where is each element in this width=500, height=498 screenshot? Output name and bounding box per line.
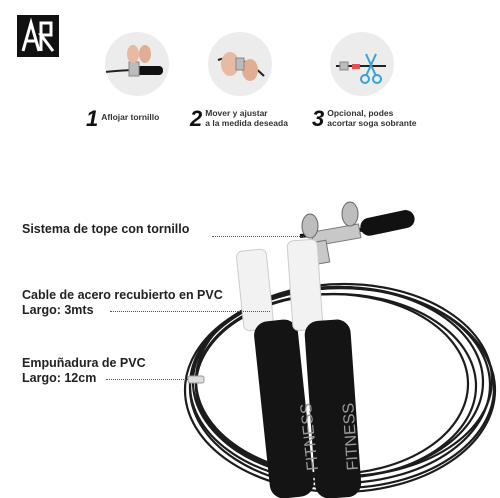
step-2-image — [208, 32, 272, 96]
handle-print: FITNESS — [298, 402, 322, 471]
leader-line — [212, 236, 304, 237]
feature-detail: Largo: 3mts — [22, 303, 94, 317]
feature-stopper: Sistema de tope con tornillo — [22, 222, 189, 237]
rope-adjust-icon — [217, 52, 265, 81]
handle-print: FITNESS — [340, 402, 362, 471]
leader-line — [110, 311, 270, 312]
step-number: 3 — [312, 106, 325, 131]
step-text: Opcional, podes acortar soga sobrante — [327, 108, 417, 128]
scissors-icon — [336, 53, 386, 84]
feature-cable: Cable de acero recubierto en PVC Largo: … — [22, 288, 223, 318]
logo-icon — [17, 15, 59, 57]
step-text: Mover y ajustar a la medida deseada — [205, 108, 288, 128]
step-number: 1 — [86, 106, 99, 131]
step-1: 1 Aflojar tornillo — [86, 108, 159, 130]
step-text: Aflojar tornillo — [101, 112, 160, 122]
feature-detail: Largo: 12cm — [22, 371, 97, 385]
handle-right — [286, 238, 362, 498]
feature-title: Cable de acero recubierto en PVC — [22, 288, 223, 302]
screw-loosen-icon — [105, 45, 163, 77]
step-1-image — [105, 32, 169, 96]
step-2: 2 Mover y ajustar a la medida deseada — [190, 108, 288, 130]
step-number: 2 — [190, 106, 203, 131]
feature-title: Sistema de tope con tornillo — [22, 222, 190, 236]
handle-left — [235, 248, 314, 498]
feature-handle: Empuñadura de PVC Largo: 12cm — [22, 356, 146, 386]
step-3: 3 Opcional, podes acortar soga sobrante — [312, 108, 417, 130]
cable-clip — [187, 375, 205, 384]
step-3-image — [330, 32, 394, 96]
screw-stopper — [299, 201, 415, 267]
leader-line — [106, 379, 188, 380]
feature-title: Empuñadura de PVC — [22, 356, 146, 370]
